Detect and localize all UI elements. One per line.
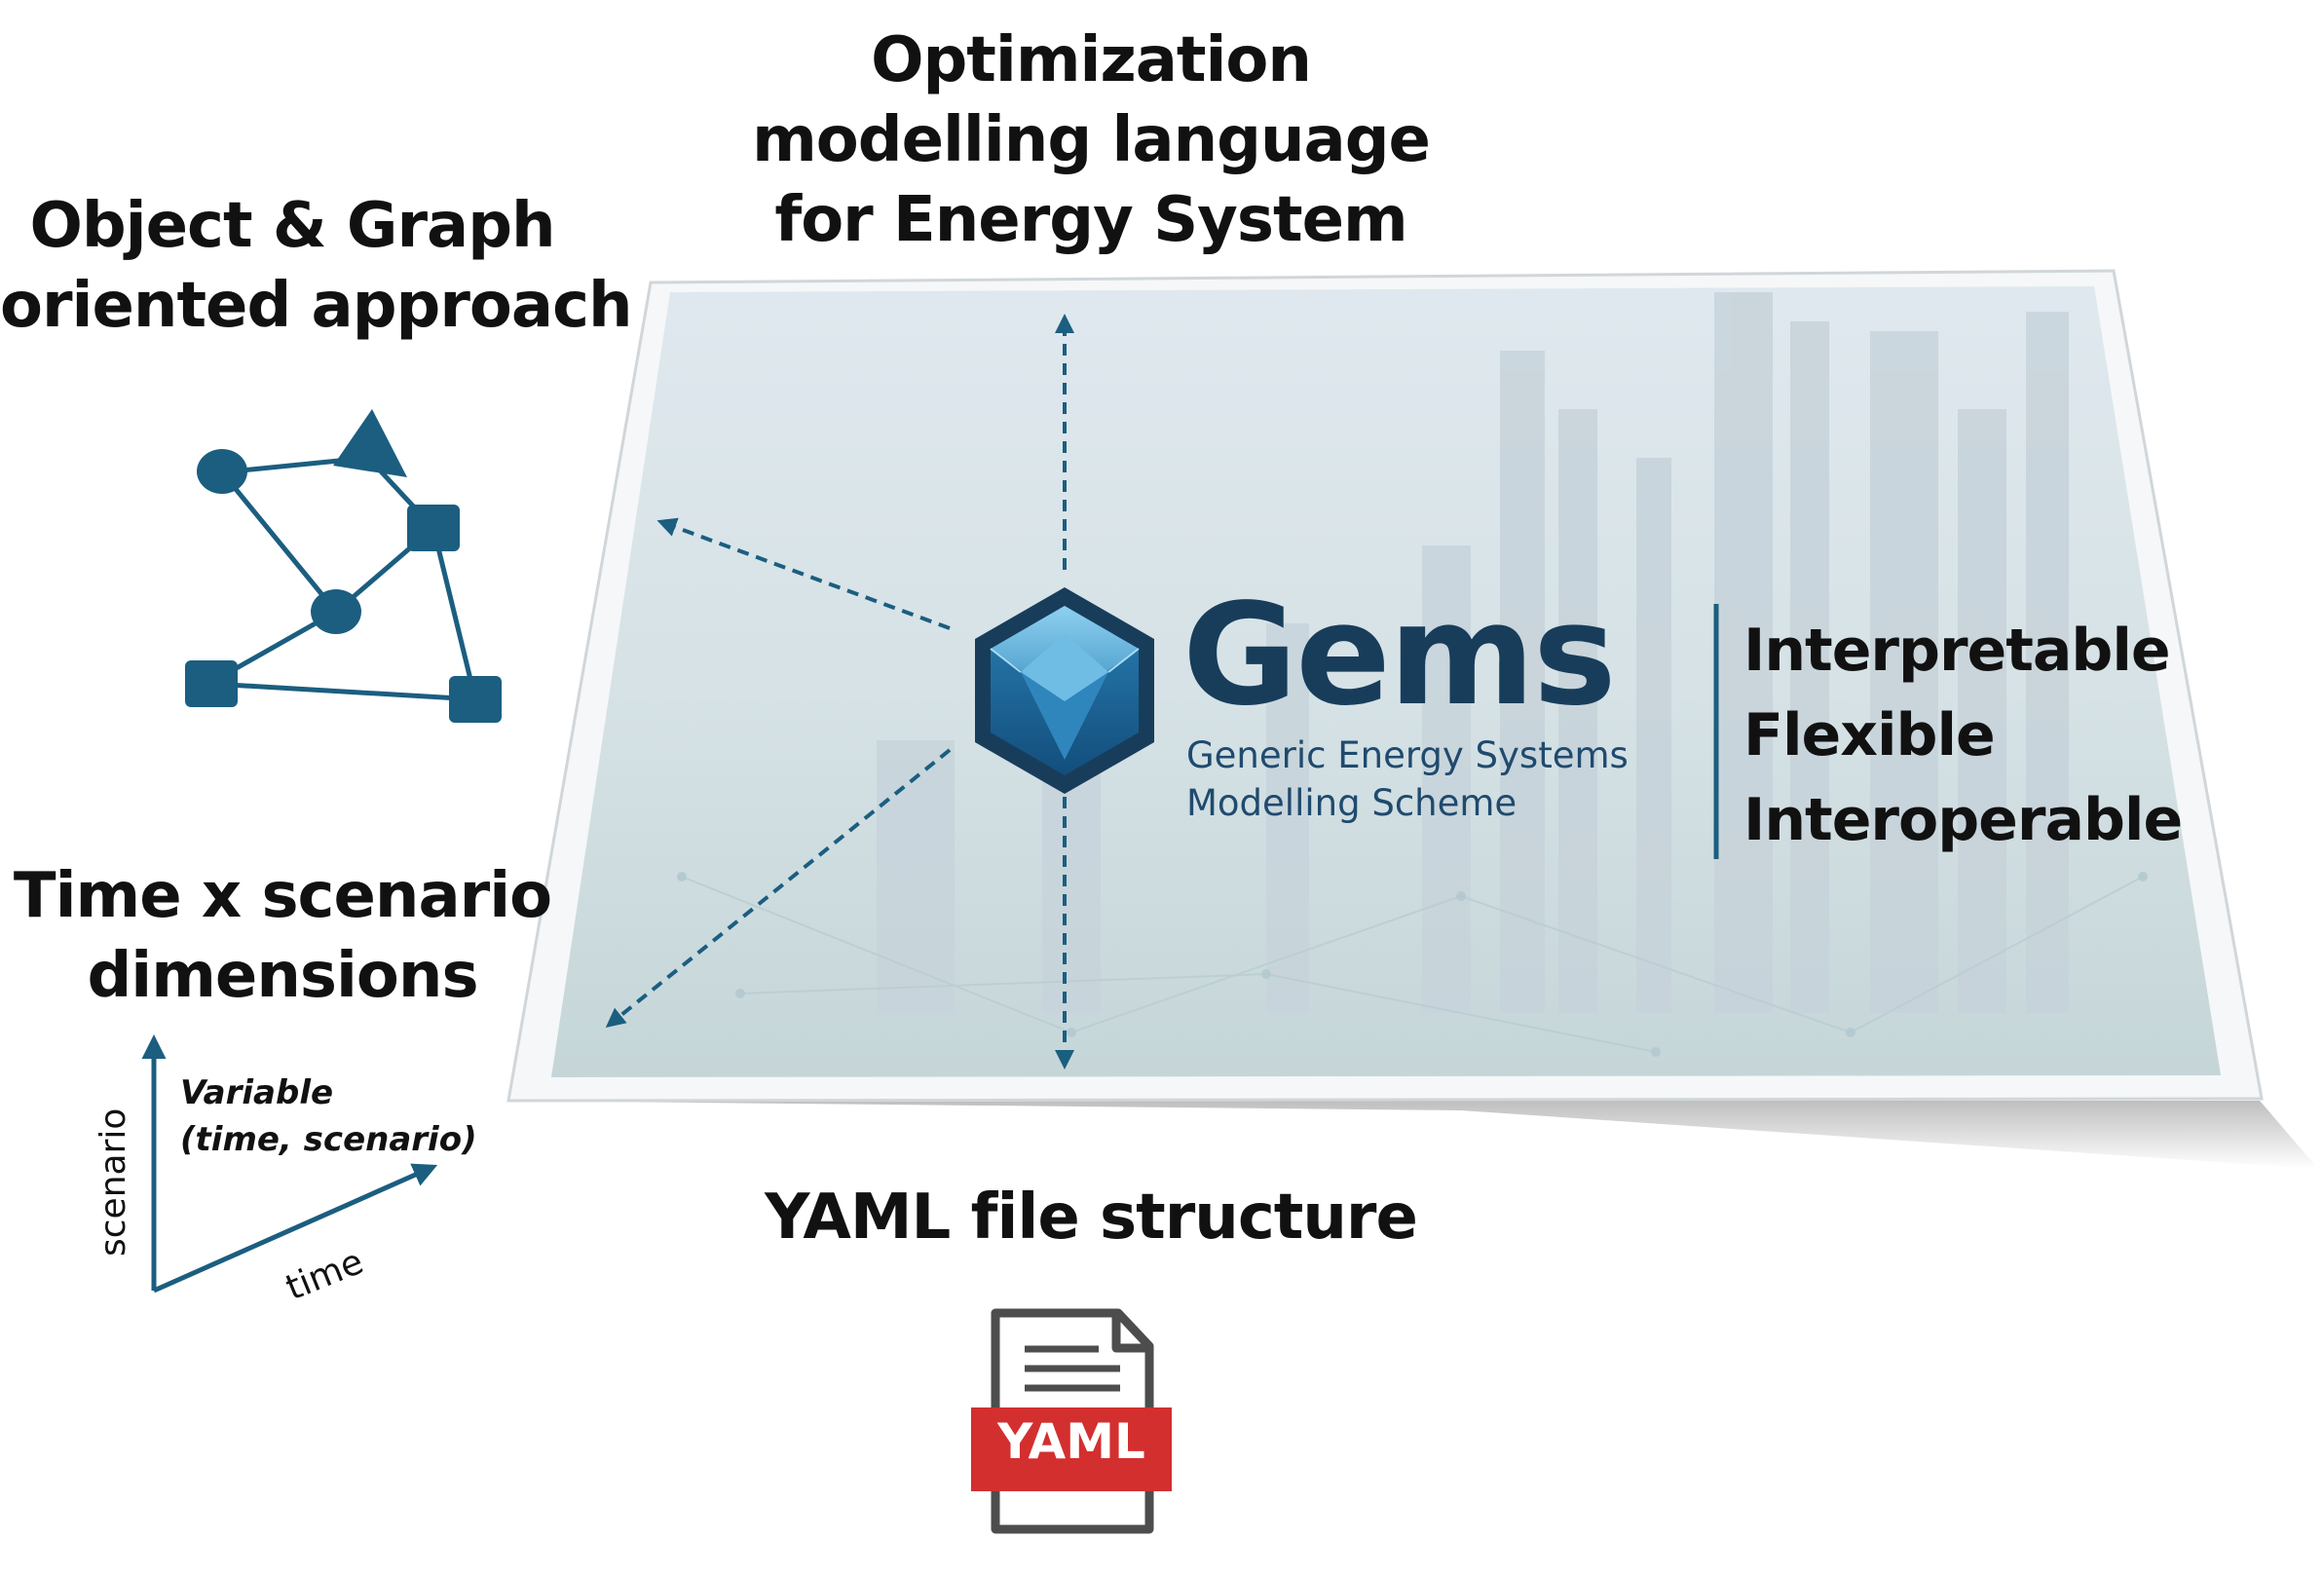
heading-line: Optimization (871, 24, 1312, 96)
variable-label: Variable (time, scenario) (180, 1069, 477, 1164)
logo-title: Gems (1182, 573, 1617, 736)
arrow-to-object-graph (656, 517, 951, 630)
yaml-file-icon (971, 1308, 1172, 1534)
heading-line: dimensions (87, 939, 478, 1012)
logo-subtitle-line: Modelling Scheme (1186, 781, 1518, 824)
board-shadow (506, 1101, 2318, 1169)
heading-line: for Energy System (774, 183, 1407, 256)
heading-line: oriented approach (0, 269, 633, 342)
logo-subtitle: Generic Energy Systems Modelling Scheme (1186, 732, 1629, 828)
variable-label-line: Variable (180, 1073, 334, 1112)
heading-yaml-structure: YAML file structure (740, 1179, 1442, 1258)
graph-node-circle (311, 589, 361, 634)
network-backdrop (681, 876, 2144, 1053)
heading-object-graph: Object & Graph oriented approach (0, 187, 633, 347)
quality-item: Interoperable (1743, 786, 2183, 854)
heading-line: Time x scenario (13, 860, 552, 932)
time-scenario-axes (141, 1034, 438, 1294)
heading-time-scenario: Time x scenario dimensions (0, 857, 565, 1017)
logo-subtitle-line: Generic Energy Systems (1186, 734, 1629, 776)
hexagon-gem-icon (975, 587, 1154, 794)
yaml-badge-label: YAML (997, 1413, 1145, 1470)
qualities-list: Interpretable Flexible Interoperable (1743, 609, 2183, 863)
y-axis-label: scenario (94, 1108, 133, 1257)
heading-line: Object & Graph (29, 190, 555, 262)
x-axis-label: time (281, 1242, 369, 1308)
graph-node-square (449, 676, 502, 723)
variable-label-line: (time, scenario) (180, 1120, 477, 1160)
object-graph-icon (185, 409, 502, 723)
heading-line: YAML file structure (765, 1182, 1418, 1254)
graph-node-square (185, 660, 238, 707)
quality-item: Interpretable (1743, 617, 2171, 685)
heading-modelling-language: Optimization modelling language for Ener… (740, 21, 1442, 261)
graph-node-triangle (333, 409, 407, 477)
quality-item: Flexible (1743, 701, 1996, 769)
graph-node-circle (197, 449, 247, 494)
document-lines-icon (1025, 1345, 1120, 1392)
city-skyline-backdrop (877, 292, 2069, 1013)
arrow-to-time-scenario (605, 748, 952, 1029)
heading-line: modelling language (752, 103, 1431, 176)
graph-node-square (407, 505, 460, 551)
network-node-dots (677, 872, 2148, 1057)
yaml-badge (971, 1407, 1172, 1491)
